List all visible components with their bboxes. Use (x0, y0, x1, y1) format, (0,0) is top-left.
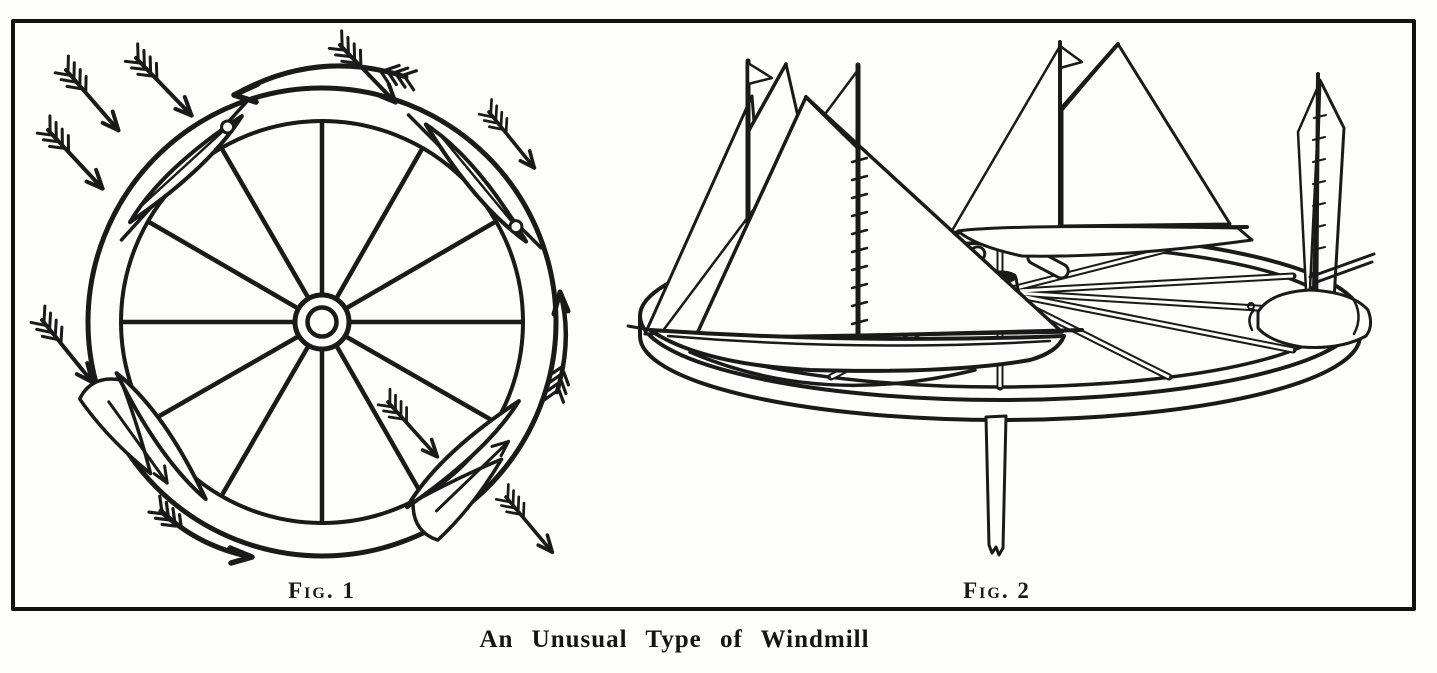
wheel-outer-rim (85, 85, 559, 559)
sail-blade-upper-left (103, 98, 265, 242)
sail-blade-lower-right (394, 395, 556, 546)
support-post (984, 414, 1008, 557)
model-sailboat-back-right (951, 40, 1254, 258)
illustration-caption: An Unusual Type of Windmill (479, 626, 870, 653)
figure-frame (11, 19, 1416, 611)
fig1-wheel-drawing (26, 28, 575, 566)
rotation-arrows (145, 58, 575, 566)
fig1-label: Fig. 1 (288, 578, 356, 603)
wheel-spokes (119, 119, 525, 525)
sail-blade-upper-right (406, 98, 544, 265)
model-sailboat-stern-right (1247, 72, 1376, 349)
wheel-axle (305, 305, 339, 339)
sail-blade-lower-left (74, 361, 212, 530)
model-sailboats-foreground (626, 58, 1084, 388)
fig2-label: Fig. 2 (963, 578, 1031, 603)
fig2-perspective-drawing (626, 40, 1376, 557)
